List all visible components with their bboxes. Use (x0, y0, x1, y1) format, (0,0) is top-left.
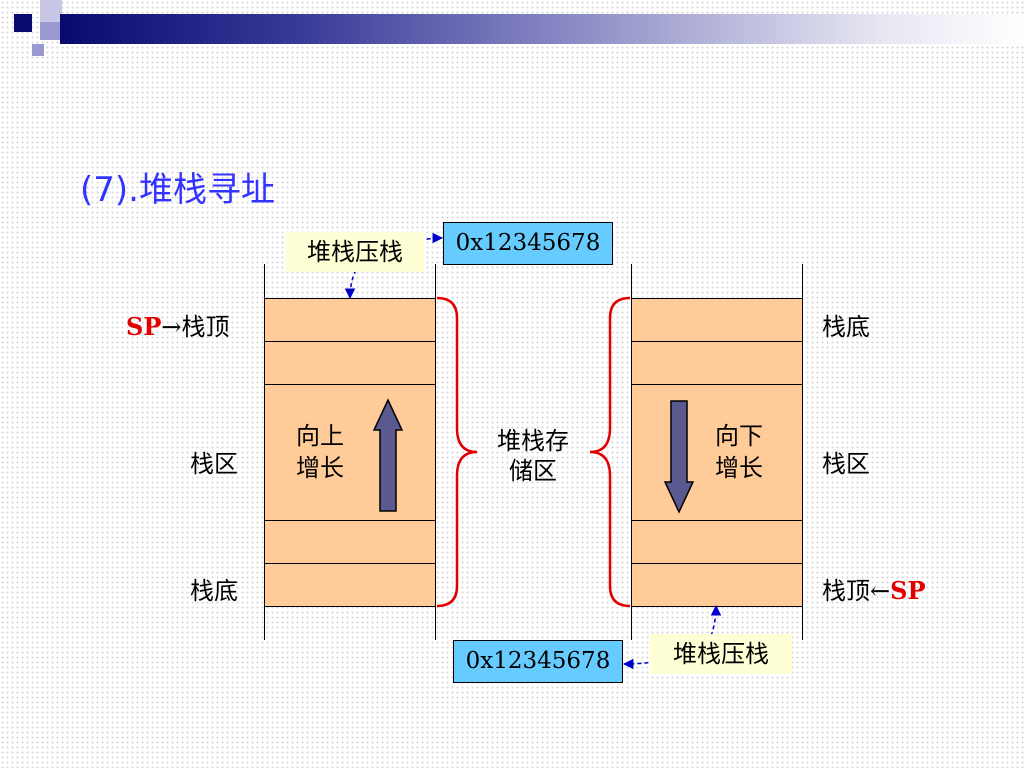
stack-top-text: 栈顶 (822, 577, 870, 605)
left-growth-label: 向上 增长 (290, 420, 350, 484)
stack-top-text: 栈顶 (181, 313, 230, 341)
right-stack-row-divider (631, 341, 803, 342)
right-stack-row-divider (631, 520, 803, 521)
storage-area-line1: 堆栈存 (497, 427, 569, 455)
left-stack-row-divider (264, 520, 436, 521)
top-note-to-stack-arrow (344, 269, 357, 300)
left-growth-line2: 增长 (296, 454, 344, 482)
right-stack-row-divider (631, 563, 803, 564)
left-stack-top-label: SP→栈顶 (126, 307, 230, 342)
down-arrow-icon (663, 400, 695, 514)
left-stack-area-label: 栈区 (190, 450, 238, 478)
left-arrow-icon: ← (870, 577, 891, 605)
storage-area-label: 堆栈存 储区 (497, 426, 569, 486)
storage-area-line2: 储区 (509, 457, 557, 485)
right-growth-line1: 向下 (715, 422, 763, 450)
header-square-small (32, 44, 44, 56)
left-stack-row-divider (264, 384, 436, 385)
right-stack-area-label: 栈区 (822, 450, 870, 478)
bottom-note-to-stack-arrow (710, 604, 722, 637)
bottom-push-note: 堆栈压栈 (650, 634, 792, 674)
right-stack-block (631, 298, 803, 607)
header-square-mid (40, 22, 62, 40)
right-stack-bottom-label: 栈顶←SP (822, 571, 926, 606)
right-growth-label: 向下 增长 (709, 420, 769, 484)
top-push-note: 堆栈压栈 (286, 232, 424, 272)
right-growth-line2: 增长 (715, 454, 763, 482)
right-stack-top-label: 栈底 (822, 313, 870, 341)
sp-pointer: SP (890, 576, 926, 605)
left-stack-bottom-label: 栈底 (190, 577, 238, 605)
top-address-box: 0x12345678 (443, 222, 613, 265)
left-stack-row-divider (264, 341, 436, 342)
bottom-address-box: 0x12345678 (453, 640, 623, 683)
header-gradient-band (60, 14, 1024, 44)
header-square-dark (14, 14, 32, 32)
left-brace (436, 296, 478, 608)
right-stack-row-divider (631, 384, 803, 385)
right-arrow-icon: → (161, 313, 182, 341)
header-square-light (40, 0, 62, 22)
up-arrow-icon (372, 398, 404, 512)
right-brace (589, 296, 631, 608)
left-stack-block (264, 298, 436, 607)
left-stack-row-divider (264, 563, 436, 564)
left-growth-line1: 向上 (296, 422, 344, 450)
sp-pointer: SP (126, 312, 162, 341)
page-title: (7).堆栈寻址 (80, 170, 275, 210)
